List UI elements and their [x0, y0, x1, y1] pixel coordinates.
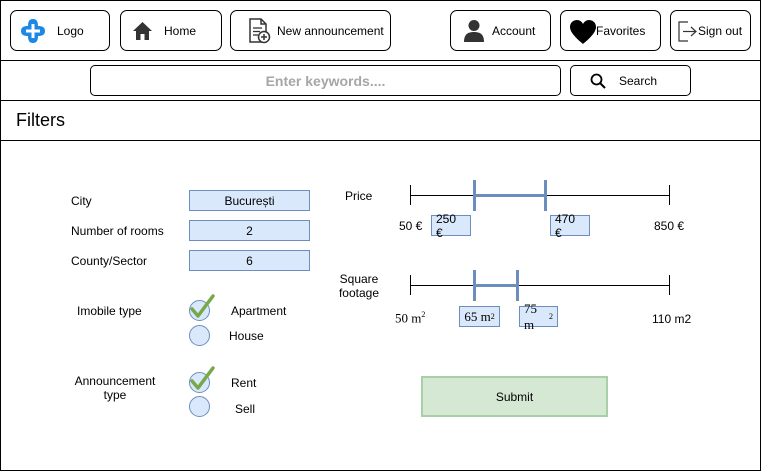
announcement-type-label: Announcement type [60, 374, 170, 402]
account-label: Account [492, 24, 536, 38]
new-announcement-button[interactable]: New announcement [230, 10, 391, 51]
favorites-button[interactable]: Favorites [560, 10, 661, 51]
city-field[interactable]: București [189, 190, 310, 211]
search-button[interactable]: Search [570, 65, 691, 96]
search-icon [590, 73, 606, 94]
announcement-type-label-line2: type [103, 388, 127, 402]
search-divider [0, 100, 761, 101]
favorites-label: Favorites [596, 24, 646, 38]
checkmark-icon [190, 366, 215, 390]
area-low-unit-sup: 2 [490, 312, 495, 321]
sell-label: Sell [235, 402, 256, 416]
announcement-type-label-line1: Announcement [74, 374, 156, 388]
rooms-field[interactable]: 2 [189, 220, 310, 241]
home-icon [132, 21, 153, 44]
heart-icon [569, 19, 597, 48]
city-value: București [224, 193, 275, 208]
filters-divider [0, 140, 761, 141]
filters-title: Filters [16, 110, 65, 130]
price-selected-range [474, 194, 546, 197]
submit-label: Submit [495, 389, 534, 404]
square-footage-label: Square footage [333, 272, 385, 300]
logo-icon [20, 18, 46, 47]
sell-radio[interactable] [189, 396, 210, 417]
checkmark-icon [190, 294, 215, 318]
county-label: County/Sector [71, 254, 148, 268]
sign-out-icon [678, 21, 698, 45]
price-min-tick [410, 185, 411, 205]
area-selected-range [474, 284, 518, 287]
county-value: 6 [246, 253, 253, 268]
price-low-value: 250 € [431, 212, 471, 240]
house-radio[interactable] [189, 325, 210, 346]
price-high-value: 470 € [550, 212, 590, 240]
logo-button[interactable]: Logo [10, 10, 110, 51]
area-low-handle[interactable] [473, 270, 477, 301]
area-track [410, 285, 669, 286]
home-button[interactable]: Home [120, 10, 222, 51]
price-high-value-text: 470 € [555, 211, 576, 240]
rooms-label: Number of rooms [71, 224, 164, 238]
header-divider [0, 60, 761, 61]
area-high-value: 75 m 2 [519, 301, 558, 332]
document-add-icon [248, 18, 272, 47]
area-high-number: 75 m [524, 300, 537, 332]
house-label: House [229, 329, 264, 343]
search-button-label: Search [619, 74, 658, 88]
rent-radio[interactable] [189, 366, 215, 393]
price-max-label: 850 € [654, 219, 685, 233]
price-min-label: 50 € [399, 219, 423, 233]
area-max-label: 110 m2 [652, 312, 692, 326]
apartment-label: Apartment [231, 304, 287, 318]
square-footage-label-line1: Square [339, 272, 379, 286]
area-min-number: 50 m [395, 310, 422, 326]
rooms-value: 2 [246, 223, 253, 238]
area-high-unit-sup: 2 [549, 312, 553, 321]
area-min-label: 50 m2 [395, 310, 425, 326]
area-low-number: 65 m [464, 308, 491, 324]
price-low-value-text: 250 € [436, 211, 457, 240]
area-min-unit-sup: 2 [421, 310, 426, 319]
apartment-radio[interactable] [189, 294, 215, 321]
rent-label: Rent [231, 376, 257, 390]
submit-button[interactable]: Submit [421, 376, 608, 417]
account-button[interactable]: Account [450, 10, 551, 51]
city-label: City [71, 194, 92, 208]
logo-label: Logo [57, 24, 84, 38]
search-placeholder: Enter keywords.... [265, 72, 386, 89]
imobile-type-label: Imobile type [77, 304, 142, 318]
area-high-handle[interactable] [516, 270, 520, 301]
price-max-tick [669, 185, 670, 205]
area-max-tick [669, 275, 670, 295]
search-input[interactable]: Enter keywords.... [90, 65, 561, 96]
sign-out-label: Sign out [698, 24, 743, 38]
home-label: Home [164, 24, 197, 38]
sign-out-button[interactable]: Sign out [670, 10, 751, 51]
price-label: Price [345, 189, 373, 203]
area-min-tick [410, 275, 411, 295]
new-announcement-label: New announcement [277, 24, 384, 38]
price-high-handle[interactable] [544, 180, 548, 211]
price-low-handle[interactable] [473, 180, 477, 211]
county-field[interactable]: 6 [189, 250, 310, 271]
user-icon [463, 19, 485, 46]
square-footage-label-line2: footage [338, 286, 380, 300]
